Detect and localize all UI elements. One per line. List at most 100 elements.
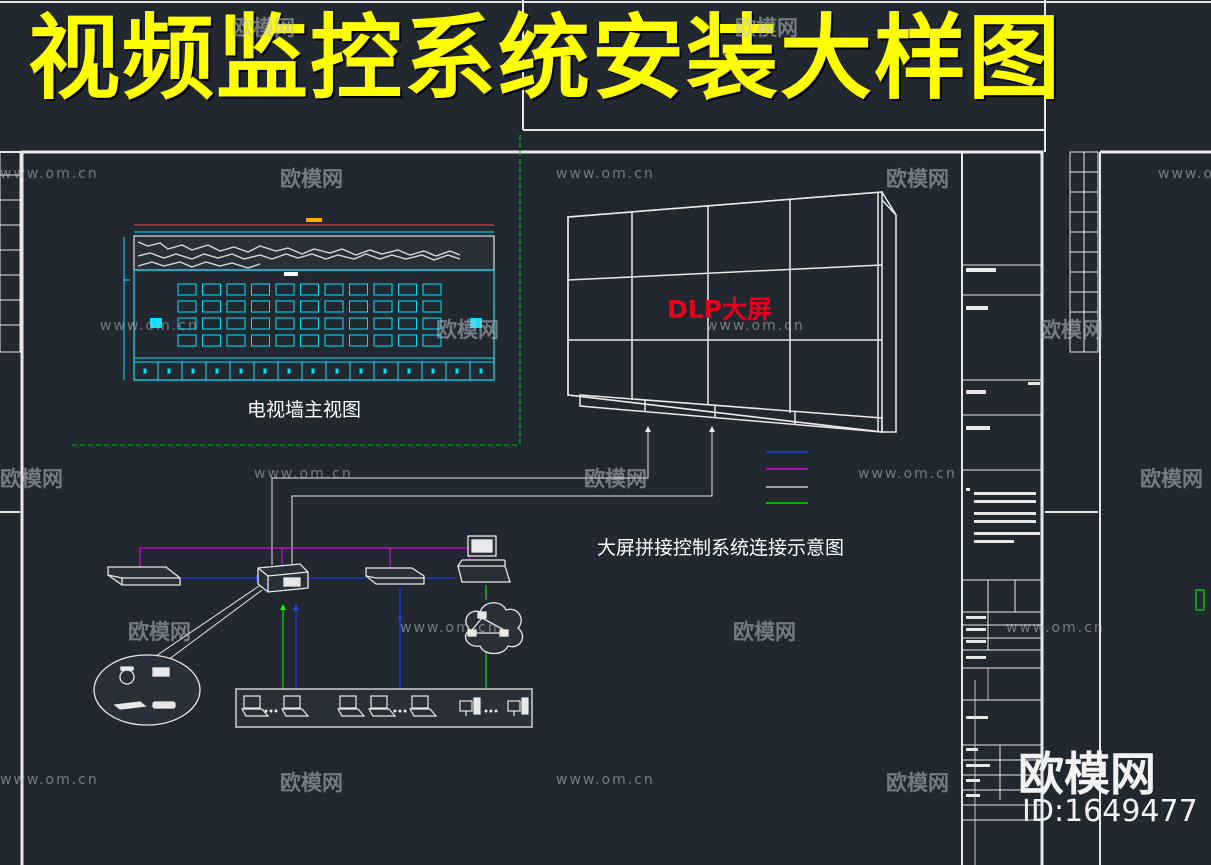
laptop-icon <box>408 695 438 717</box>
tv-monitor-cell <box>373 317 393 330</box>
tv-monitor-cell <box>324 317 344 330</box>
tv-monitor-cell <box>422 283 442 296</box>
tv-monitor-cell <box>251 317 270 330</box>
tv-monitor-cell <box>226 300 246 313</box>
tv-monitor-cell <box>300 334 319 347</box>
cabinet-door-handle <box>335 368 339 374</box>
tv-monitor-cell <box>226 334 246 347</box>
cabinet-door-handle <box>407 368 411 374</box>
splice-control-caption: 大屏拼接控制系统连接示意图 <box>597 537 845 559</box>
tv-monitor-cell <box>349 334 368 347</box>
tv-monitor-cell <box>398 317 417 330</box>
watermark-url: www.om.cn <box>556 166 655 182</box>
tv-monitor-cell <box>177 283 197 296</box>
tv-monitor-cell <box>422 334 442 347</box>
tv-monitor-cell <box>177 317 197 330</box>
cabinet-door-handle <box>191 368 195 374</box>
workstation-group <box>240 695 529 717</box>
watermark-brand: 欧模网 <box>584 467 647 491</box>
tv-monitor-cell <box>373 300 393 313</box>
cabinet-door-handle <box>263 368 267 374</box>
tv-monitor-cell <box>202 317 221 330</box>
dlp-screen-label: DLP大屏 <box>667 295 773 324</box>
tv-monitor-cell <box>300 300 319 313</box>
legend-lines <box>766 451 808 504</box>
ellipsis-dots <box>393 709 407 713</box>
cabinet-door-handle <box>215 368 219 374</box>
right-title-strip <box>1069 151 1205 611</box>
tv-monitor-cell <box>373 334 393 347</box>
tv-monitor-cell <box>300 283 319 296</box>
cabinet-door-handle <box>287 368 291 374</box>
tv-monitor-cell <box>177 334 197 347</box>
watermark-url: www.om.cn <box>1006 620 1105 636</box>
tv-monitor-cell <box>422 317 442 330</box>
tv-monitor-cell <box>275 317 295 330</box>
cabinet-door-handle <box>167 368 171 374</box>
tv-monitor-cell <box>251 283 270 296</box>
laptop-icon <box>240 695 270 717</box>
watermark-brand: 欧模网 <box>232 16 295 40</box>
dashed-region-border <box>72 135 521 446</box>
watermark-url: www.om.cn <box>0 772 99 788</box>
desktop-pc-icon <box>507 697 529 716</box>
watermark-url: www.om.cn <box>1158 166 1211 182</box>
watermark-brand: 欧模网 <box>886 771 949 795</box>
brand-id: ID:1649477 <box>1022 794 1198 829</box>
watermark-brand: 欧模网 <box>436 318 499 342</box>
cabinet-door-handle <box>479 368 483 374</box>
watermark-brand: 欧模网 <box>1040 318 1103 342</box>
cabinet-door-handle <box>383 368 387 374</box>
dlp-big-screen <box>567 191 897 433</box>
tv-monitor-cell <box>275 283 295 296</box>
watermark-url: www.om.cn <box>100 318 199 334</box>
watermark-url: www.om.cn <box>0 166 99 182</box>
tv-monitor-cell <box>324 300 344 313</box>
watermark-url: www.om.cn <box>254 466 353 482</box>
tv-monitor-cell <box>251 300 270 313</box>
cabinet-door-handle <box>143 368 147 374</box>
watermark-brand: 欧模网 <box>735 16 798 40</box>
page-title: 视频监控系统安装大样图 <box>28 5 1063 112</box>
tv-monitor-cell <box>202 283 221 296</box>
watermark-brand: 欧模网 <box>0 467 63 491</box>
laptop-icon <box>367 695 397 717</box>
watermark-brand: 欧模网 <box>1140 467 1203 491</box>
tv-monitor-cell <box>251 334 270 347</box>
cabinet-door-handle <box>431 368 435 374</box>
tv-monitor-cell <box>373 283 393 296</box>
tv-monitor-cell <box>349 300 368 313</box>
tv-monitor-cell <box>275 300 295 313</box>
ellipsis-dots <box>484 709 498 713</box>
brand-logo-text: 欧模网 <box>1018 747 1156 801</box>
watermark-url: www.om.cn <box>858 466 957 482</box>
laptop-icon <box>336 695 366 717</box>
desktop-pc-icon <box>459 697 481 716</box>
laptop-icon <box>280 695 310 717</box>
cabinet-door-handle <box>311 368 315 374</box>
tv-monitor-cell <box>177 300 197 313</box>
tv-monitor-cell <box>324 283 344 296</box>
tv-monitor-cell <box>226 283 246 296</box>
watermark-brand: 欧模网 <box>280 167 343 191</box>
watermark-brand: 欧模网 <box>128 620 191 644</box>
watermark-brand: 欧模网 <box>733 620 796 644</box>
tv-monitor-cell <box>422 300 442 313</box>
watermark-brand: 欧模网 <box>886 167 949 191</box>
watermark-url: www.om.cn <box>706 318 805 334</box>
tv-monitor-cell <box>226 317 246 330</box>
tv-monitor-cell <box>398 283 417 296</box>
tv-wall-caption: 电视墙主视图 <box>247 399 362 421</box>
cabinet-door-handle <box>239 368 243 374</box>
ellipsis-dots <box>264 709 278 713</box>
watermark-brand: 欧模网 <box>280 771 343 795</box>
tv-monitor-cell <box>275 334 295 347</box>
tv-monitor-cell <box>349 317 368 330</box>
tv-monitor-cell <box>300 317 319 330</box>
tv-monitor-cell <box>398 334 417 347</box>
cabinet-door-handle <box>455 368 459 374</box>
watermark-url: www.om.cn <box>556 772 655 788</box>
tv-monitor-cell <box>324 334 344 347</box>
tv-wall-front-view <box>123 218 495 381</box>
